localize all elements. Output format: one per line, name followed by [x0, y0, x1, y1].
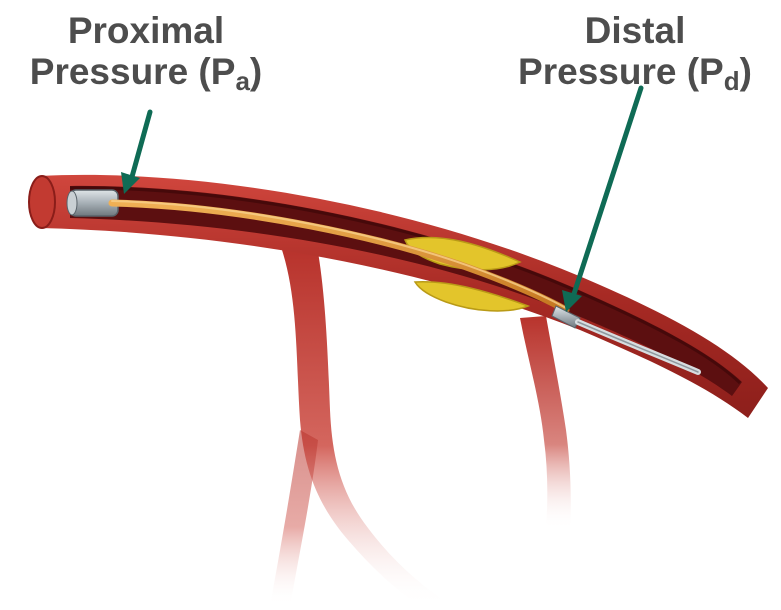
distal-pressure-label: Distal Pressure (Pd): [494, 10, 776, 92]
distal-label-line1: Distal: [494, 10, 776, 51]
branch-vessel-right: [520, 316, 571, 530]
proximal-label-line2: Pressure (Pa): [8, 51, 284, 92]
distal-label-line2: Pressure (Pd): [494, 51, 776, 92]
branch-vessel-left: [270, 250, 452, 606]
vessel-opening: [29, 176, 55, 228]
distal-label-subscript: d: [724, 66, 740, 96]
proximal-pressure-label: Proximal Pressure (Pa): [8, 10, 284, 92]
proximal-label-subscript: a: [235, 66, 249, 96]
distal-label-prefix: Pressure (P: [518, 51, 724, 92]
proximal-label-prefix: Pressure (P: [30, 51, 236, 92]
proximal-label-suffix: ): [250, 51, 262, 92]
distal-label-suffix: ): [740, 51, 752, 92]
vessel-lumen: [70, 186, 742, 396]
proximal-label-line1: Proximal: [8, 10, 284, 51]
